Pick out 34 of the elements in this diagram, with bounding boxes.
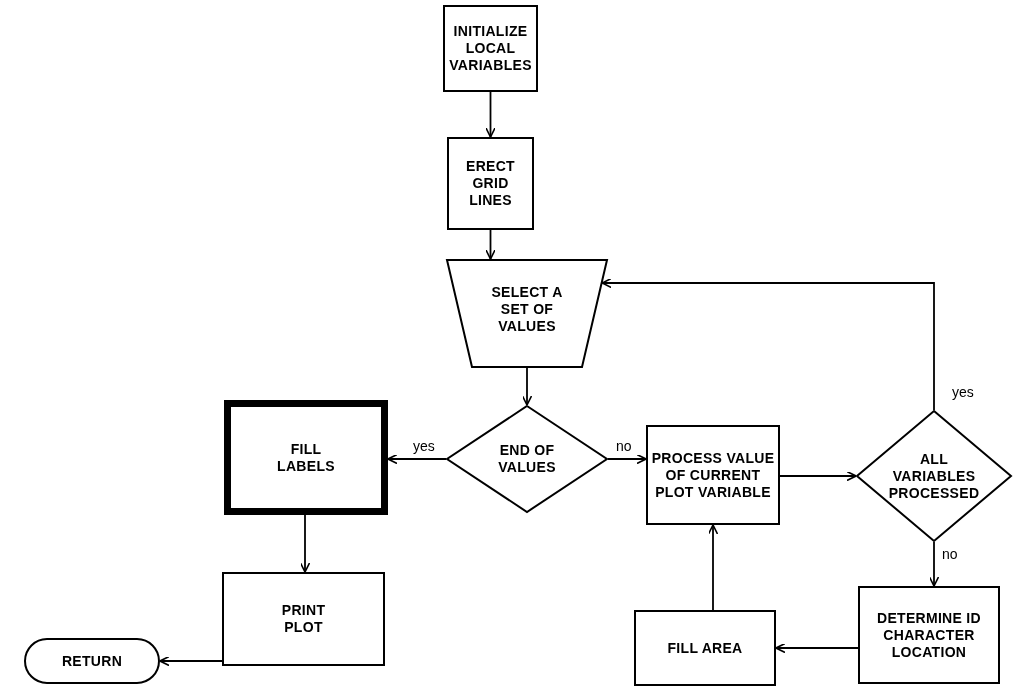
arrow (299, 514, 311, 573)
node-label: PRINT PLOT (280, 602, 327, 636)
arrow (607, 453, 647, 465)
process-box (222, 572, 385, 666)
node-label: END OF VALUES (497, 442, 557, 476)
process-box (858, 586, 1000, 684)
process-box (224, 400, 388, 515)
node-label: FILL AREA (667, 639, 743, 657)
arrow (485, 229, 496, 260)
arrow (775, 642, 859, 654)
process-box (443, 5, 538, 92)
input-trapezoid (446, 259, 608, 368)
process-box (447, 137, 534, 230)
decision-diamond (856, 410, 1012, 542)
arrow (928, 541, 940, 587)
arrow (485, 91, 496, 138)
node-label: INITIALIZE LOCAL VARIABLES (448, 23, 533, 74)
node-label: SELECT A SET OF VALUES (490, 284, 564, 335)
decision-diamond (446, 405, 608, 513)
arrow (601, 277, 935, 411)
arrow (779, 470, 857, 482)
node-label: RETURN (61, 652, 123, 670)
node-label: ALL VARIABLES PROCESSED (887, 450, 981, 502)
node-label: FILL LABELS (276, 440, 336, 475)
node-label: PROCESS VALUE OF CURRENT PLOT VARIABLE (651, 449, 775, 501)
arrow (387, 453, 447, 465)
process-box (634, 610, 776, 686)
arrow (159, 655, 223, 667)
process-box (646, 425, 780, 525)
node-label: ERECT GRID LINES (465, 158, 516, 209)
terminal-box (24, 638, 160, 684)
node-label: DETERMINE ID CHARACTER LOCATION (876, 609, 982, 661)
arrow (707, 524, 719, 611)
arrow (521, 367, 533, 406)
